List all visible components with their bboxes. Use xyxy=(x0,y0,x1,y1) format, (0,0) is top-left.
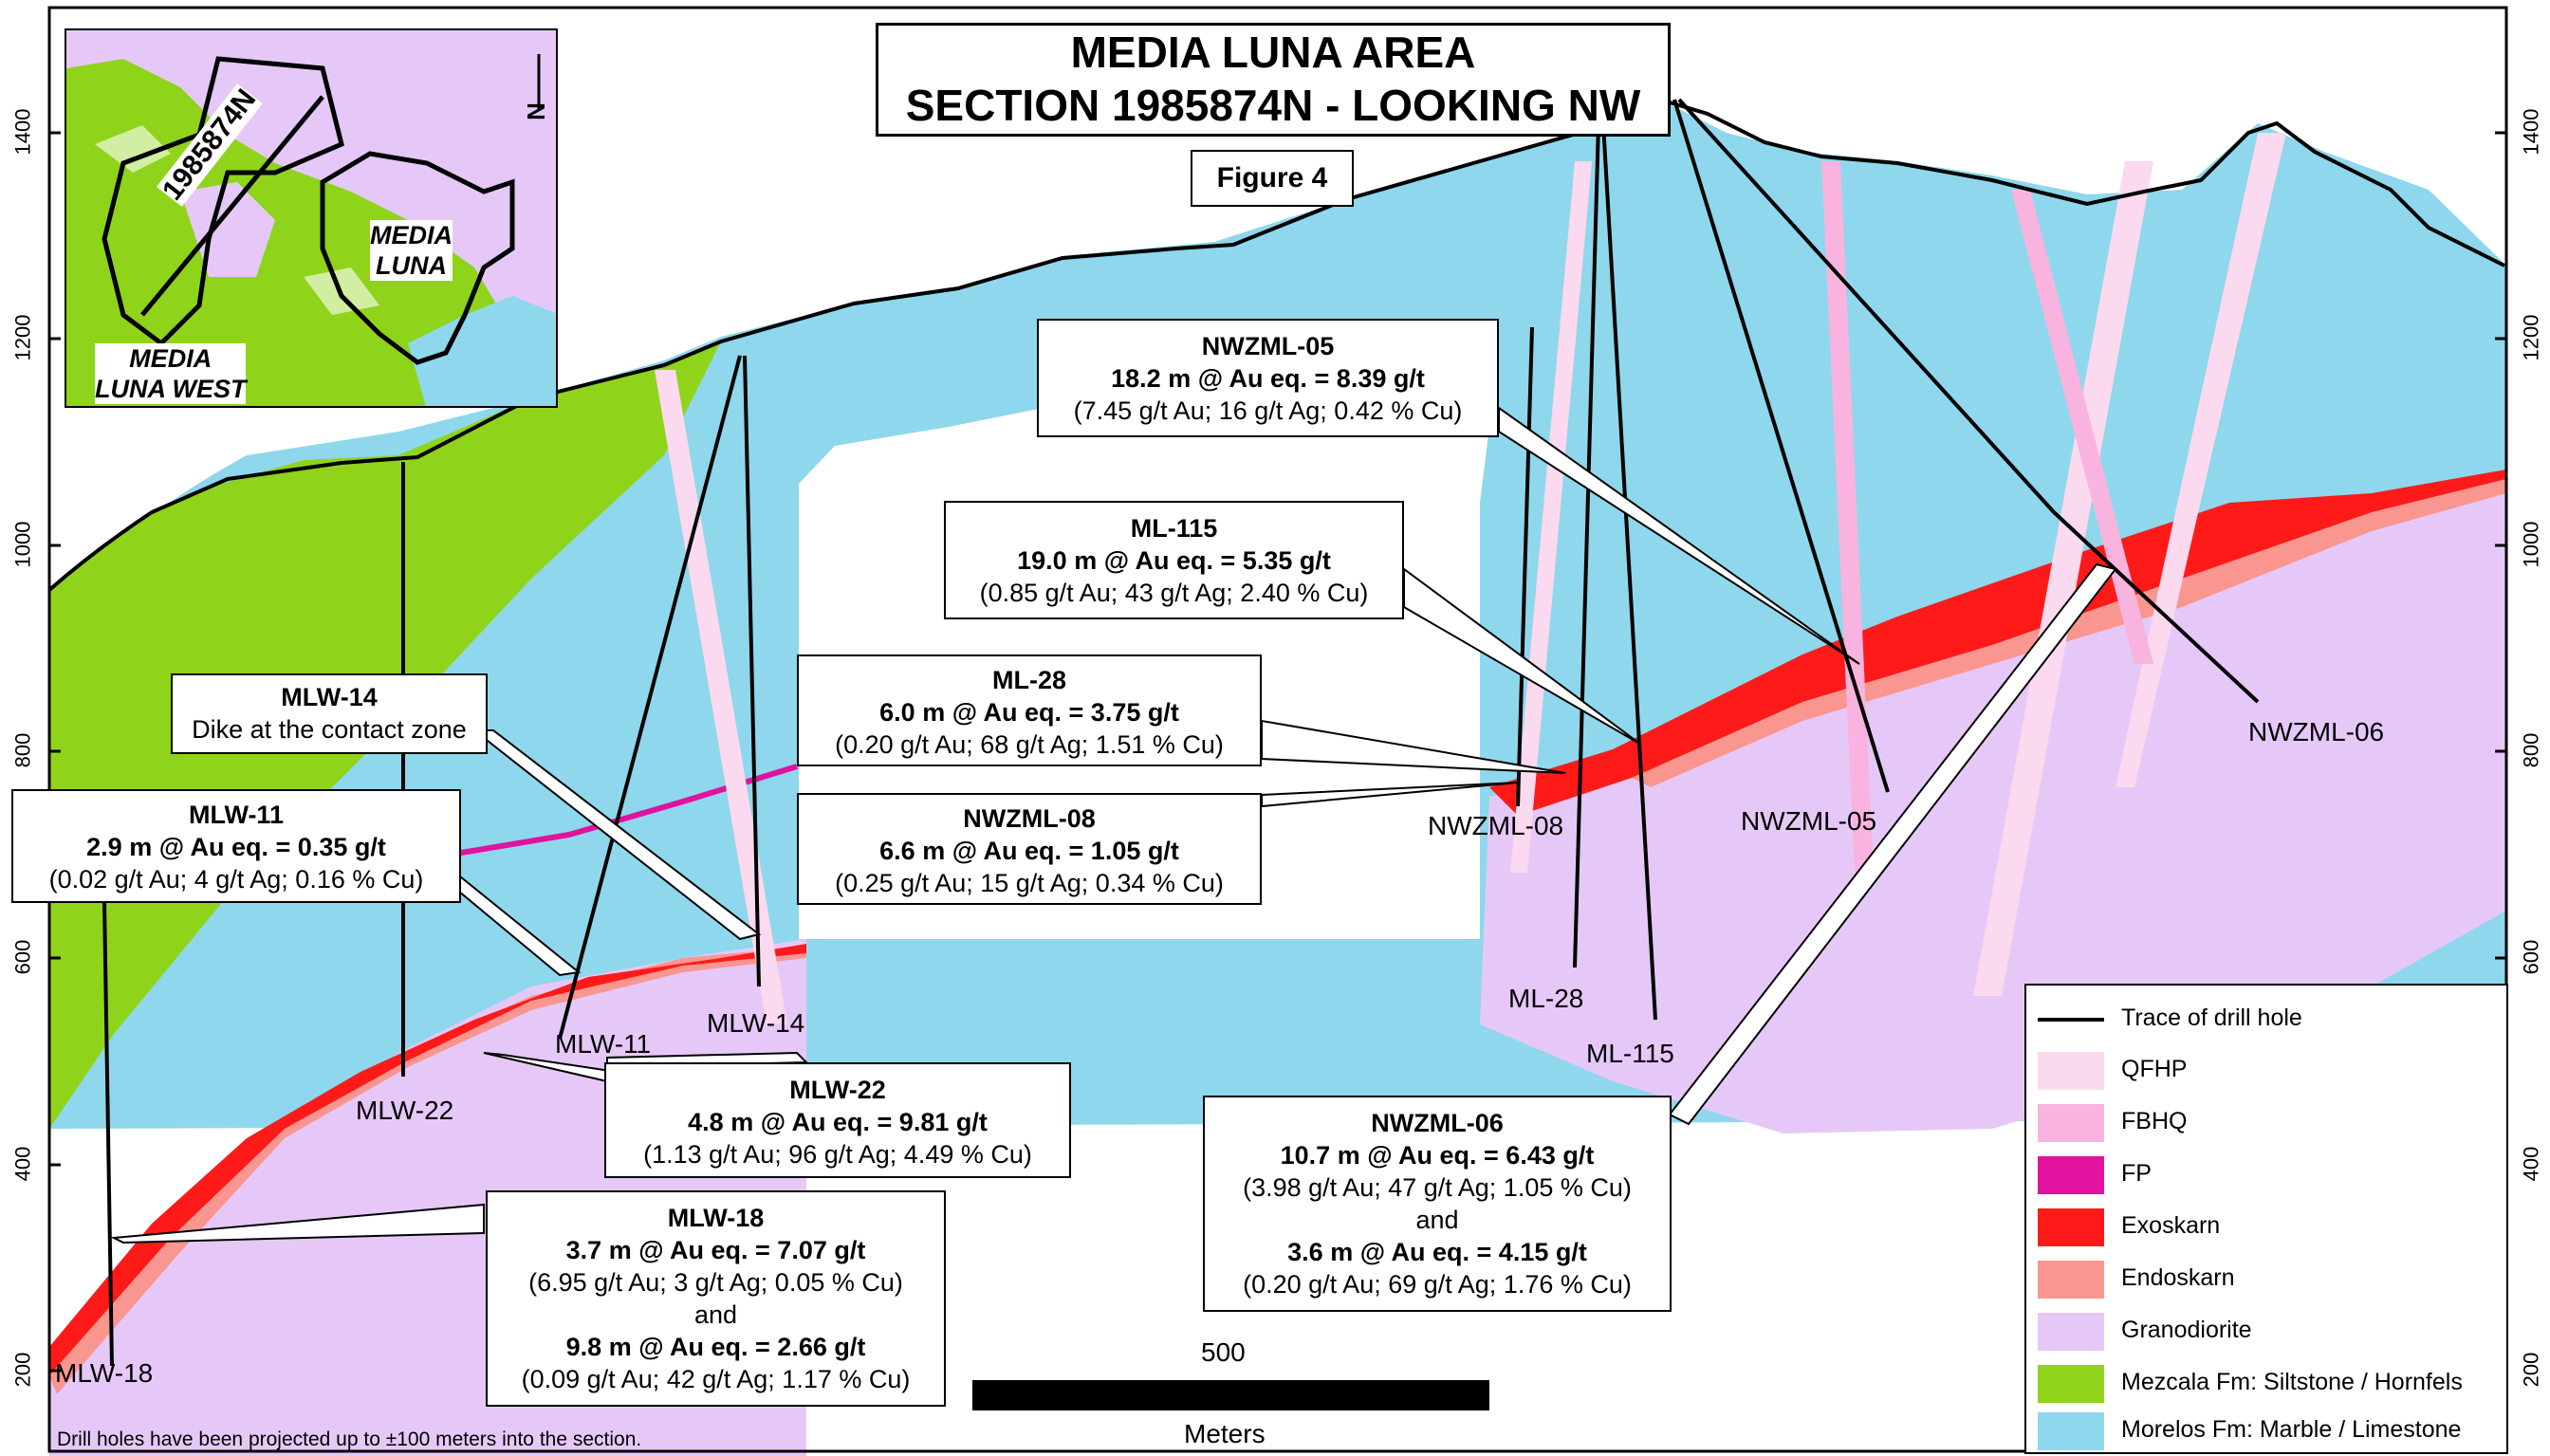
tick-label: 1400 xyxy=(2519,108,2543,156)
drill-hole-label: MLW-11 xyxy=(555,1029,652,1059)
callout-nwzml-06: NWZML-06 10.7 m @ Au eq. = 6.43 g/t (3.9… xyxy=(1203,1096,1672,1312)
drill-hole-ml-28 xyxy=(1573,122,1600,968)
drill-hole-mlw-11 xyxy=(558,355,742,1040)
scale-bar xyxy=(972,1380,1489,1410)
legend-item-granodiorite: Granodiorite xyxy=(2026,1313,2506,1351)
legend-swatch xyxy=(2038,1052,2104,1090)
legend-item-mezcala: Mezcala Fm: Siltstone / Hornfels xyxy=(2026,1365,2506,1403)
topographic-surface xyxy=(47,100,2505,592)
fbhq-dike xyxy=(2011,190,2153,664)
legend-swatch xyxy=(2038,1104,2104,1142)
qfhp-dike xyxy=(655,370,787,1024)
tick-label: 200 xyxy=(10,1352,35,1388)
drill-trace-swatch xyxy=(2038,1018,2104,1022)
section-frame xyxy=(47,6,2508,1453)
tick-label: 800 xyxy=(2519,732,2543,768)
drill-hole-label: MLW-14 xyxy=(707,1008,805,1038)
callout-mlw-14: MLW-14 Dike at the contact zone xyxy=(171,673,488,754)
tick-label: 1200 xyxy=(2519,314,2543,361)
drill-hole-mlw-14 xyxy=(743,355,761,987)
title-line-2: SECTION 1985874N - LOOKING NW xyxy=(905,81,1641,130)
drill-hole-label: NWZML-08 xyxy=(1428,811,1564,840)
exoskarn-unit-east xyxy=(1489,470,2506,816)
fbhq-dike xyxy=(1821,161,1874,873)
tick-label: 1400 xyxy=(10,108,35,156)
tick-label: 800 xyxy=(10,732,35,768)
drill-hole-label: NWZML-05 xyxy=(1741,806,1877,836)
drill-hole-label: ML-115 xyxy=(1586,1039,1674,1068)
drill-hole-label: MLW-22 xyxy=(356,1096,454,1125)
scale-bar-unit: Meters xyxy=(1184,1419,1266,1448)
legend-label: Endoskarn xyxy=(2121,1264,2235,1291)
tick-label: 200 xyxy=(2519,1352,2543,1388)
callout-mlw-11: MLW-11 2.9 m @ Au eq. = 0.35 g/t (0.02 g… xyxy=(11,789,461,903)
tick-label: 1000 xyxy=(10,521,35,568)
callout-mlw-18: MLW-18 3.7 m @ Au eq. = 7.07 g/t (6.95 g… xyxy=(486,1190,946,1407)
granodiorite-unit-east xyxy=(1480,474,2506,1133)
callout-nwzml-08: NWZML-08 6.6 m @ Au eq. = 1.05 g/t (0.25… xyxy=(797,793,1262,905)
qfhp-dike xyxy=(1973,161,2153,996)
drill-hole-mlw-18 xyxy=(102,900,114,1367)
legend-swatch xyxy=(2038,1261,2104,1299)
legend-swatch xyxy=(2038,1208,2104,1246)
legend-item-fp: FP xyxy=(2026,1156,2506,1194)
drill-hole-nwzml-06-ext xyxy=(2052,510,2260,704)
drill-hole-nwzml-06 xyxy=(1677,98,2056,514)
legend-label: Morelos Fm: Marble / Limestone xyxy=(2121,1416,2462,1443)
callout-mlw-22: MLW-22 4.8 m @ Au eq. = 9.81 g/t (1.13 g… xyxy=(604,1062,1071,1178)
mezcala-siltstone-hornfels-unit xyxy=(49,341,721,1129)
legend-item-qfhp: QFHP xyxy=(2026,1052,2506,1090)
figure-label: Figure 4 xyxy=(1191,150,1354,207)
tick-label: 1200 xyxy=(10,314,35,361)
inset-map-drawing xyxy=(66,54,556,406)
legend-label: QFHP xyxy=(2121,1056,2188,1082)
legend-item-drill-trace: Trace of drill hole xyxy=(2026,1001,2506,1039)
drill-hole-label: NWZML-06 xyxy=(2248,717,2385,746)
legend: Trace of drill hole QFHP FBHQ FP Exoskar… xyxy=(2024,984,2508,1454)
callout-ml-28: ML-28 6.0 m @ Au eq. = 3.75 g/t (0.20 g/… xyxy=(797,654,1262,766)
callout-ml-115: ML-115 19.0 m @ Au eq. = 5.35 g/t (0.85 … xyxy=(944,501,1404,619)
legend-label: Exoskarn xyxy=(2121,1212,2221,1239)
footnote: Drill holes have been projected up to ±1… xyxy=(57,1428,642,1450)
legend-label: Granodiorite xyxy=(2121,1317,2252,1343)
legend-label: FBHQ xyxy=(2121,1108,2188,1134)
qfhp-dike xyxy=(1510,161,1592,873)
drill-hole-nwzml-05 xyxy=(1672,99,1890,793)
drill-hole-ml-115 xyxy=(1601,122,1657,1021)
legend-item-fbhq: FBHQ xyxy=(2026,1104,2506,1142)
drill-hole-traces xyxy=(102,98,2260,1367)
legend-swatch xyxy=(2038,1156,2104,1194)
legend-label: FP xyxy=(2121,1160,2152,1187)
tick-label: 400 xyxy=(2519,1146,2543,1182)
section-title: MEDIA LUNA AREA SECTION 1985874N - LOOKI… xyxy=(876,23,1671,137)
tick-label: 600 xyxy=(10,939,35,975)
qfhp-dike xyxy=(2116,133,2286,787)
drill-hole-label: ML-28 xyxy=(1508,984,1584,1013)
legend-item-endoskarn: Endoskarn xyxy=(2026,1261,2506,1299)
tick-label: 400 xyxy=(10,1146,35,1182)
north-arrow-icon: N xyxy=(521,102,550,120)
unsampled-window xyxy=(799,332,1499,939)
legend-swatch xyxy=(2038,1313,2104,1351)
legend-label: Mezcala Fm: Siltstone / Hornfels xyxy=(2121,1369,2463,1395)
legend-label: Trace of drill hole xyxy=(2121,1004,2302,1031)
tick-label: 600 xyxy=(2519,939,2543,975)
drill-hole-label: MLW-18 xyxy=(55,1358,154,1388)
endoskarn-unit-east xyxy=(1632,479,2506,787)
legend-item-morelos: Morelos Fm: Marble / Limestone xyxy=(2026,1412,2506,1450)
drill-hole-nwzml-08 xyxy=(1516,326,1534,807)
title-line-1: MEDIA LUNA AREA xyxy=(1070,28,1476,77)
legend-item-exoskarn: Exoskarn xyxy=(2026,1208,2506,1246)
tick-label: 1000 xyxy=(2519,521,2543,568)
legend-swatch xyxy=(2038,1412,2104,1450)
legend-swatch xyxy=(2038,1365,2104,1403)
scale-bar-value: 500 xyxy=(1201,1337,1246,1367)
callout-nwzml-05: NWZML-05 18.2 m @ Au eq. = 8.39 g/t (7.4… xyxy=(1037,319,1499,437)
